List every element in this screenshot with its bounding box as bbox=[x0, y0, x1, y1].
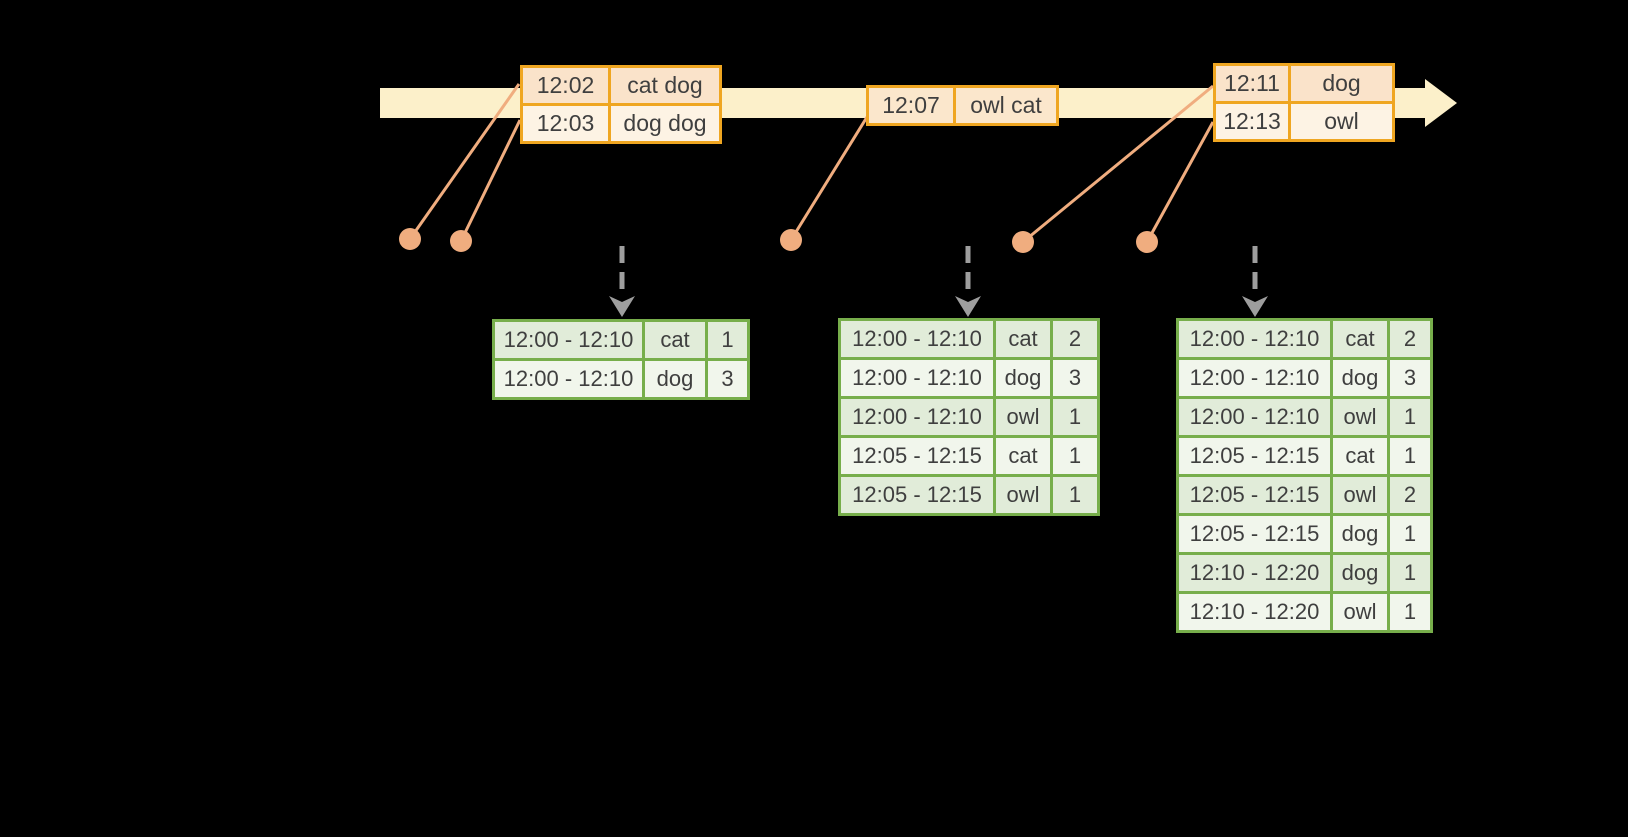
connector-line-1203 bbox=[459, 119, 522, 242]
result-window: 12:00 - 12:10 bbox=[495, 322, 642, 358]
result-table-1: 12:00 - 12:10 cat 1 12:00 - 12:10 dog 3 bbox=[492, 319, 750, 400]
result-count: 2 bbox=[1390, 477, 1430, 513]
result-window: 12:05 - 12:15 bbox=[841, 477, 993, 513]
result-window: 12:00 - 12:10 bbox=[841, 399, 993, 435]
connector-line-1211 bbox=[1022, 84, 1214, 244]
result-window: 12:05 - 12:15 bbox=[841, 438, 993, 474]
result-word: owl bbox=[996, 399, 1050, 435]
result-count: 1 bbox=[708, 322, 747, 358]
result-count: 1 bbox=[1053, 477, 1097, 513]
result-count: 1 bbox=[1390, 399, 1430, 435]
connector-line-1202 bbox=[408, 83, 521, 240]
result-count: 1 bbox=[1390, 555, 1430, 591]
result-window: 12:00 - 12:10 bbox=[841, 321, 993, 357]
result-window: 12:05 - 12:15 bbox=[1179, 477, 1330, 513]
event-dot-icon bbox=[450, 230, 472, 252]
result-count: 1 bbox=[1390, 594, 1430, 630]
event-row: 12:02 cat dog bbox=[523, 68, 719, 103]
result-word: owl bbox=[1333, 594, 1387, 630]
result-word: owl bbox=[1333, 477, 1387, 513]
result-window: 12:00 - 12:10 bbox=[1179, 321, 1330, 357]
event-dots bbox=[399, 228, 1158, 253]
result-row: 12:00 - 12:10 dog 3 bbox=[1179, 360, 1430, 396]
result-word: dog bbox=[1333, 360, 1387, 396]
trigger-arrowhead-icon bbox=[1242, 296, 1268, 317]
result-window: 12:00 - 12:10 bbox=[841, 360, 993, 396]
result-word: cat bbox=[1333, 438, 1387, 474]
result-row: 12:10 - 12:20 dog 1 bbox=[1179, 555, 1430, 591]
result-table-2: 12:00 - 12:10 cat 2 12:00 - 12:10 dog 3 … bbox=[838, 318, 1100, 516]
result-window: 12:00 - 12:10 bbox=[495, 361, 642, 397]
result-word: dog bbox=[996, 360, 1050, 396]
result-row: 12:00 - 12:10 owl 1 bbox=[841, 399, 1097, 435]
event-table-3: 12:11 dog 12:13 owl bbox=[1213, 63, 1395, 142]
result-word: cat bbox=[645, 322, 705, 358]
event-time: 12:13 bbox=[1216, 104, 1288, 139]
result-word: owl bbox=[996, 477, 1050, 513]
result-window: 12:05 - 12:15 bbox=[1179, 438, 1330, 474]
event-row: 12:13 owl bbox=[1216, 104, 1392, 139]
result-count: 2 bbox=[1053, 321, 1097, 357]
result-row: 12:05 - 12:15 dog 1 bbox=[1179, 516, 1430, 552]
trigger-arrows bbox=[609, 246, 1268, 317]
event-dot-icon bbox=[1012, 231, 1034, 253]
result-count: 2 bbox=[1390, 321, 1430, 357]
event-time: 12:03 bbox=[523, 106, 608, 141]
event-time: 12:07 bbox=[869, 88, 953, 123]
result-row: 12:10 - 12:20 owl 1 bbox=[1179, 594, 1430, 630]
result-count: 1 bbox=[1390, 438, 1430, 474]
event-row: 12:03 dog dog bbox=[523, 106, 719, 141]
event-words: dog dog bbox=[611, 106, 719, 141]
event-dot-icon bbox=[399, 228, 421, 250]
result-row: 12:05 - 12:15 owl 1 bbox=[841, 477, 1097, 513]
event-time: 12:11 bbox=[1216, 66, 1288, 101]
event-dot-icon bbox=[1136, 231, 1158, 253]
result-row: 12:00 - 12:10 cat 2 bbox=[841, 321, 1097, 357]
result-window: 12:10 - 12:20 bbox=[1179, 555, 1330, 591]
result-row: 12:05 - 12:15 cat 1 bbox=[1179, 438, 1430, 474]
result-window: 12:00 - 12:10 bbox=[1179, 399, 1330, 435]
event-time: 12:02 bbox=[523, 68, 608, 103]
result-word: dog bbox=[1333, 516, 1387, 552]
result-table-3: 12:00 - 12:10 cat 2 12:00 - 12:10 dog 3 … bbox=[1176, 318, 1433, 633]
event-connector-lines bbox=[408, 83, 1215, 244]
result-count: 1 bbox=[1053, 438, 1097, 474]
event-table-1: 12:02 cat dog 12:03 dog dog bbox=[520, 65, 722, 144]
result-word: cat bbox=[1333, 321, 1387, 357]
event-words: cat dog bbox=[611, 68, 719, 103]
connector-line-1213 bbox=[1145, 121, 1215, 243]
result-row: 12:00 - 12:10 owl 1 bbox=[1179, 399, 1430, 435]
result-count: 3 bbox=[1053, 360, 1097, 396]
trigger-arrowhead-icon bbox=[609, 296, 635, 317]
result-count: 1 bbox=[1390, 516, 1430, 552]
result-window: 12:10 - 12:20 bbox=[1179, 594, 1330, 630]
result-word: cat bbox=[996, 438, 1050, 474]
trigger-arrowhead-icon bbox=[955, 296, 981, 317]
event-words: dog bbox=[1291, 66, 1392, 101]
result-word: cat bbox=[996, 321, 1050, 357]
timeline-arrowhead-icon bbox=[1425, 79, 1457, 127]
event-row: 12:11 dog bbox=[1216, 66, 1392, 101]
result-count: 3 bbox=[708, 361, 747, 397]
event-row: 12:07 owl cat bbox=[869, 88, 1056, 123]
result-word: dog bbox=[1333, 555, 1387, 591]
event-dot-icon bbox=[780, 229, 802, 251]
result-row: 12:05 - 12:15 owl 2 bbox=[1179, 477, 1430, 513]
result-row: 12:05 - 12:15 cat 1 bbox=[841, 438, 1097, 474]
result-count: 1 bbox=[1053, 399, 1097, 435]
result-row: 12:00 - 12:10 cat 1 bbox=[495, 322, 747, 358]
result-count: 3 bbox=[1390, 360, 1430, 396]
result-word: owl bbox=[1333, 399, 1387, 435]
result-row: 12:00 - 12:10 cat 2 bbox=[1179, 321, 1430, 357]
result-window: 12:05 - 12:15 bbox=[1179, 516, 1330, 552]
event-words: owl bbox=[1291, 104, 1392, 139]
event-table-2: 12:07 owl cat bbox=[866, 85, 1059, 126]
result-word: dog bbox=[645, 361, 705, 397]
result-row: 12:00 - 12:10 dog 3 bbox=[495, 361, 747, 397]
connector-line-1207 bbox=[789, 116, 869, 241]
result-window: 12:00 - 12:10 bbox=[1179, 360, 1330, 396]
event-words: owl cat bbox=[956, 88, 1056, 123]
result-row: 12:00 - 12:10 dog 3 bbox=[841, 360, 1097, 396]
